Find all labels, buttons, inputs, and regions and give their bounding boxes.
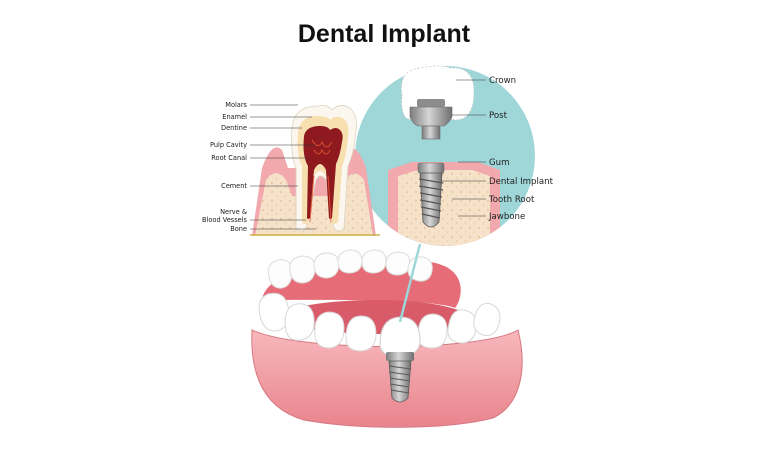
zoom-post — [409, 99, 453, 140]
tooth — [337, 249, 363, 274]
zoom-jawbone — [398, 170, 490, 246]
tooth — [447, 309, 477, 344]
zoom-implant-screw — [417, 162, 445, 228]
label-nerve-line1: Nerve & — [220, 208, 247, 216]
label-dentine: Dentine — [221, 124, 247, 132]
tooth — [385, 251, 411, 276]
jaw-implant-crown — [379, 316, 421, 358]
tooth — [417, 313, 448, 349]
label-bone: Bone — [230, 225, 247, 233]
label-cement: Cement — [221, 182, 247, 190]
jaw-implant — [379, 316, 421, 403]
label-molars: Molars — [225, 101, 247, 109]
label-root-canal: Root Canal — [211, 154, 247, 162]
tooth — [361, 249, 387, 274]
zoom-connector-line — [398, 243, 422, 323]
label-dental-implant: Dental Implant — [489, 177, 554, 187]
front-teeth — [258, 292, 501, 352]
tooth — [258, 292, 290, 332]
label-enamel: Enamel — [222, 113, 247, 121]
back-teeth — [267, 249, 433, 289]
label-crown: Crown — [489, 76, 516, 86]
diagram-title: Dental Implant — [297, 20, 471, 48]
label-tooth-root: Tooth Root — [488, 195, 535, 205]
right-labels: Crown Post Gum Dental Implant Tooth Root… — [441, 76, 554, 222]
lower-jaw — [251, 249, 523, 428]
section-nerves — [309, 139, 333, 223]
label-pulp-cavity: Pulp Cavity — [210, 141, 247, 149]
tooth — [267, 259, 293, 289]
tooth — [284, 303, 315, 341]
label-jawbone: Jawbone — [488, 212, 525, 222]
jaw-implant-screw — [388, 360, 412, 403]
tooth — [473, 302, 501, 336]
tooth — [345, 315, 377, 352]
tooth-cross-section — [250, 105, 380, 236]
tooth — [314, 311, 345, 349]
label-gum: Gum — [489, 158, 509, 168]
label-nerve-line2: Blood Vessels — [202, 216, 248, 224]
label-post: Post — [489, 111, 508, 121]
tooth — [289, 255, 316, 284]
jaw-implant-collar — [386, 352, 414, 361]
section-pulp — [303, 126, 343, 219]
tooth — [313, 252, 340, 279]
zoom-circle — [355, 65, 535, 246]
left-labels: Molars Enamel Dentine Pulp Cavity Root C… — [202, 101, 316, 233]
